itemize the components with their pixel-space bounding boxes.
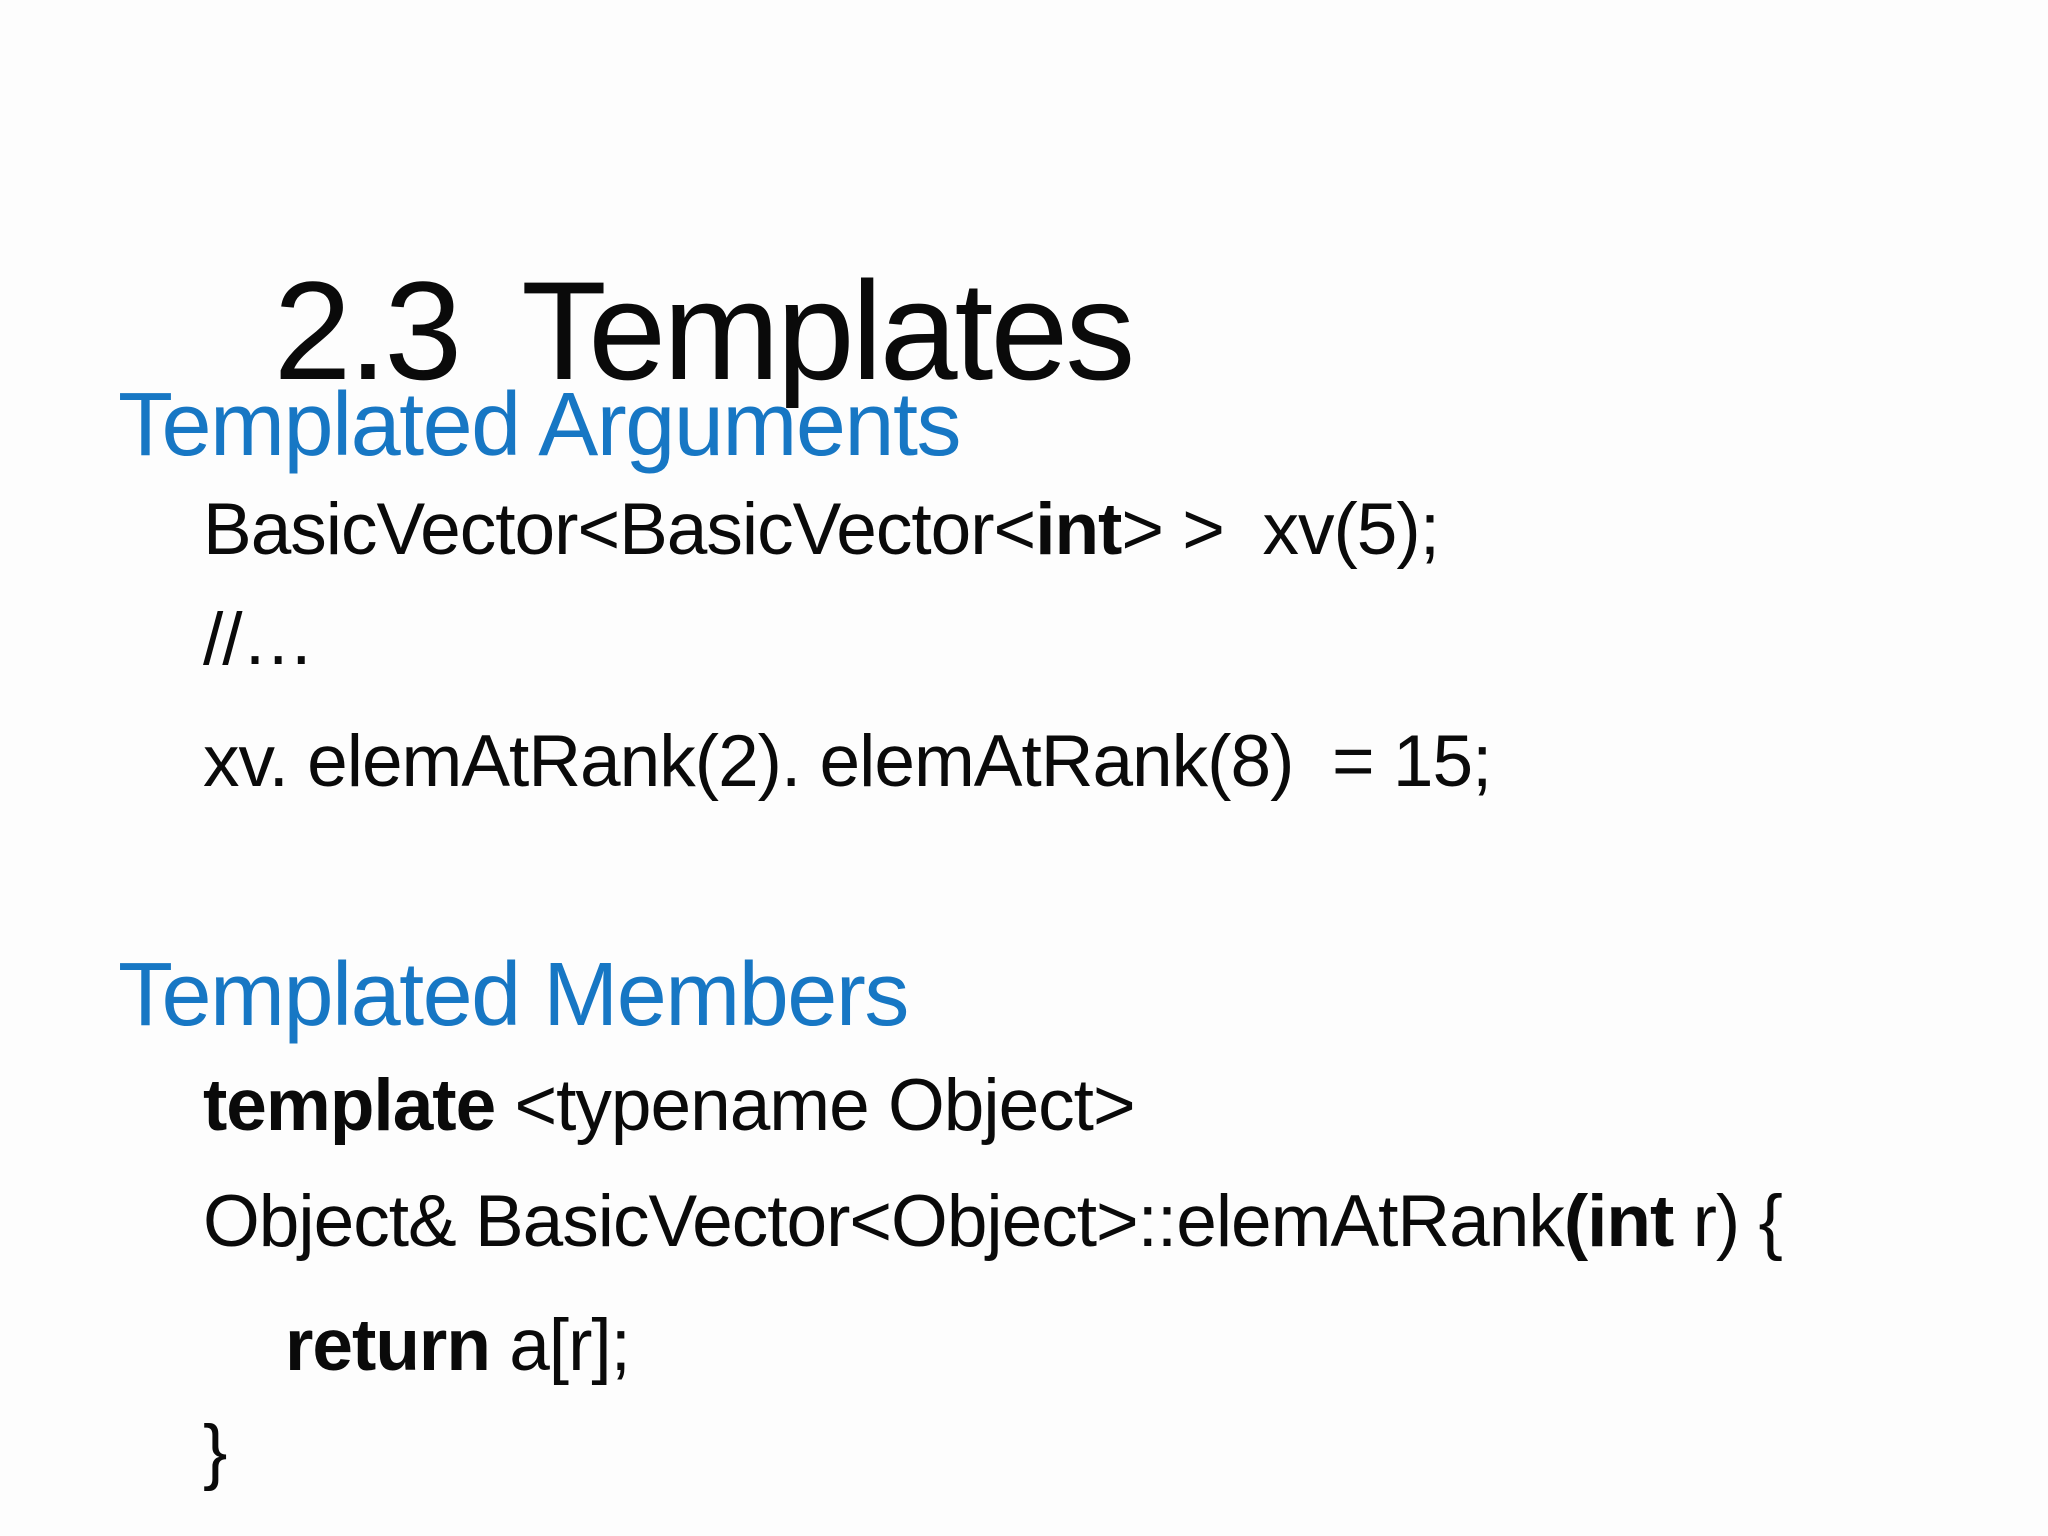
code-line-member-function-signature: Object& BasicVector<Object>::elemAtRank(… <box>203 1178 1783 1266</box>
code-keyword-int: (int <box>1563 1181 1674 1262</box>
code-text: Object& BasicVector<Object>::elemAtRank <box>203 1181 1565 1262</box>
code-line-template-declaration: template <typename Object> <box>203 1062 1136 1150</box>
code-keyword-return: return <box>285 1305 491 1386</box>
code-text: > > xv(5); <box>1121 489 1440 570</box>
section-number: 2.3 <box>273 252 463 409</box>
code-keyword-int: int <box>1035 489 1122 570</box>
code-line-closing-brace: } <box>203 1408 227 1496</box>
code-text: BasicVector<BasicVector< <box>203 489 1036 570</box>
section-heading-templated-arguments: Templated Arguments <box>118 375 961 475</box>
code-text: //… <box>203 599 315 680</box>
code-line-basicvector-declaration: BasicVector<BasicVector<int> > xv(5); <box>203 486 1440 574</box>
code-text: <typename Object> <box>495 1065 1135 1146</box>
code-text: a[r]; <box>489 1305 631 1386</box>
section-heading-templated-members: Templated Members <box>118 945 909 1045</box>
code-text: r) { <box>1673 1181 1783 1262</box>
code-line-comment: //… <box>203 596 315 684</box>
code-text: } <box>203 1411 227 1492</box>
code-keyword-template: template <box>203 1065 496 1146</box>
page-title: 2.3 Templates <box>130 88 1136 574</box>
code-line-return-statement: return a[r]; <box>285 1302 631 1390</box>
code-line-elematrank-assignment: xv. elemAtRank(2). elemAtRank(8) = 15; <box>203 718 1492 806</box>
code-text: xv. elemAtRank(2). elemAtRank(8) = 15; <box>203 721 1492 802</box>
title-text: Templates <box>521 252 1135 409</box>
